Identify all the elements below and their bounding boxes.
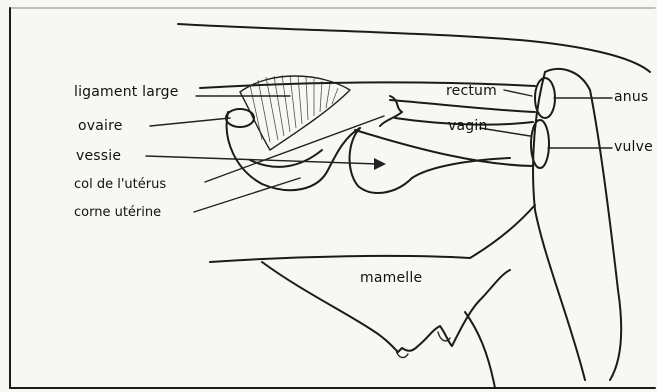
- label-corne-uterine: corne utérine: [74, 205, 161, 220]
- uterine-horn: [227, 112, 360, 190]
- tail-inner: [533, 72, 585, 380]
- label-col-uterus: col de l'utérus: [74, 177, 166, 192]
- label-ovaire: ovaire: [78, 118, 123, 134]
- pointer-rectum: [504, 90, 532, 96]
- anus-ring: [535, 78, 555, 118]
- label-ligament-large: ligament large: [74, 84, 179, 100]
- label-mamelle: mamelle: [360, 270, 422, 286]
- back-outline: [178, 24, 650, 72]
- bladder: [350, 128, 510, 193]
- vagina-outline-bottom: [355, 130, 533, 166]
- broad-ligament-hatch: [240, 75, 350, 150]
- label-vagin: vagin: [448, 118, 488, 134]
- label-vulve: vulve: [614, 139, 653, 155]
- label-vessie: vessie: [76, 148, 121, 164]
- tail-outline: [545, 69, 621, 380]
- belly-outline: [210, 205, 535, 262]
- arrowhead-vessie: [374, 158, 386, 170]
- label-anus: anus: [614, 89, 648, 105]
- label-rectum: rectum: [446, 83, 497, 99]
- leg-outline: [465, 312, 495, 388]
- pointer-ovaire: [150, 118, 230, 126]
- pointer-corne: [194, 178, 300, 212]
- pointer-vessie: [146, 156, 378, 164]
- rectum-outline-bottom: [390, 100, 535, 112]
